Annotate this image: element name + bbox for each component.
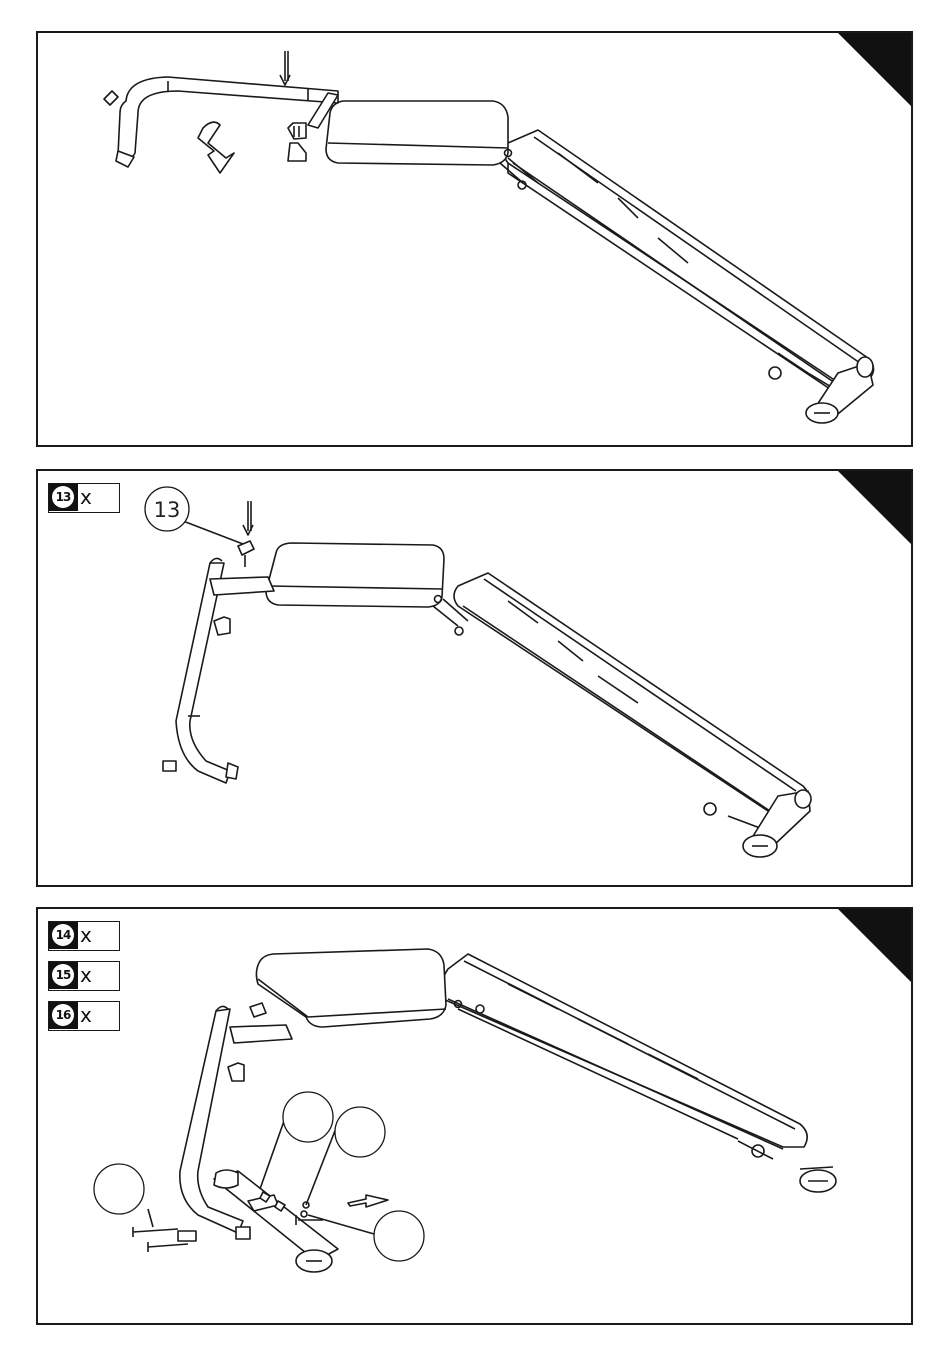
insert-arrow-icon: [280, 51, 290, 85]
quantity-label: x: [80, 964, 92, 986]
bracket-part: [288, 143, 306, 161]
leg-bracket: [210, 577, 274, 595]
bolt-part: [133, 1227, 178, 1237]
corner-step-marker: [838, 471, 913, 548]
part-number-badge: 15: [49, 962, 78, 989]
quantity-label: x: [80, 924, 92, 946]
callout-circle: [374, 1211, 424, 1261]
parts-quantity-13: 13 x: [48, 483, 120, 513]
part-number-badge: 16: [49, 1002, 78, 1029]
seat-pad: [326, 101, 508, 165]
back-pad: [454, 573, 809, 815]
back-pad: [504, 130, 874, 393]
part-number-badge: 14: [49, 922, 78, 949]
knob-part: [288, 123, 306, 139]
quantity-label: x: [80, 486, 92, 508]
parts-quantity-15: 15 x: [48, 961, 120, 991]
seat-pad: [266, 543, 444, 607]
step-3-illustration: [38, 909, 913, 1325]
callout-13: 13: [145, 487, 189, 531]
callout-circle: [94, 1164, 144, 1214]
part-number-badge: 13: [49, 484, 78, 511]
parts-quantity-16: 16 x: [48, 1001, 120, 1031]
back-pad: [440, 954, 807, 1149]
leg-bracket: [230, 1025, 292, 1043]
knob-part: [228, 1063, 244, 1081]
callout-leader-13: [183, 521, 243, 544]
parts-quantity-14: 14 x: [48, 921, 120, 951]
assembly-step-panel-3: 14 x 15 x 16 x: [36, 907, 913, 1325]
callout-label-13: 13: [154, 498, 181, 522]
corner-step-marker: [838, 909, 913, 986]
seat-pad: [256, 949, 446, 1027]
quantity-label: x: [80, 1004, 92, 1026]
bolt-part: [148, 1242, 188, 1252]
callout-circle: [283, 1092, 333, 1142]
knob-part: [214, 617, 230, 635]
callout-leader: [308, 1215, 374, 1234]
pop-pin-knob: [250, 1003, 266, 1017]
assembly-step-panel-1: [36, 31, 913, 447]
callout-leader: [260, 1121, 284, 1189]
hinge-bolt: [455, 627, 463, 635]
insert-arrow-icon: [348, 1195, 388, 1207]
frame-knob: [704, 803, 716, 815]
frame-knob: [769, 367, 781, 379]
callout-circle: [335, 1107, 385, 1157]
insert-arrow-icon: [243, 501, 253, 535]
step-1-illustration: [38, 33, 913, 447]
nut-part: [301, 1211, 307, 1217]
corner-step-marker: [838, 33, 913, 110]
rotate-arrow-icon: [198, 122, 234, 173]
foot-roller: [800, 1167, 836, 1192]
leg-foot-cap: [236, 1227, 250, 1239]
assembly-step-panel-2: 13 13 x: [36, 469, 913, 887]
callout-leader: [148, 1209, 153, 1227]
step-2-illustration: 13: [38, 471, 913, 887]
